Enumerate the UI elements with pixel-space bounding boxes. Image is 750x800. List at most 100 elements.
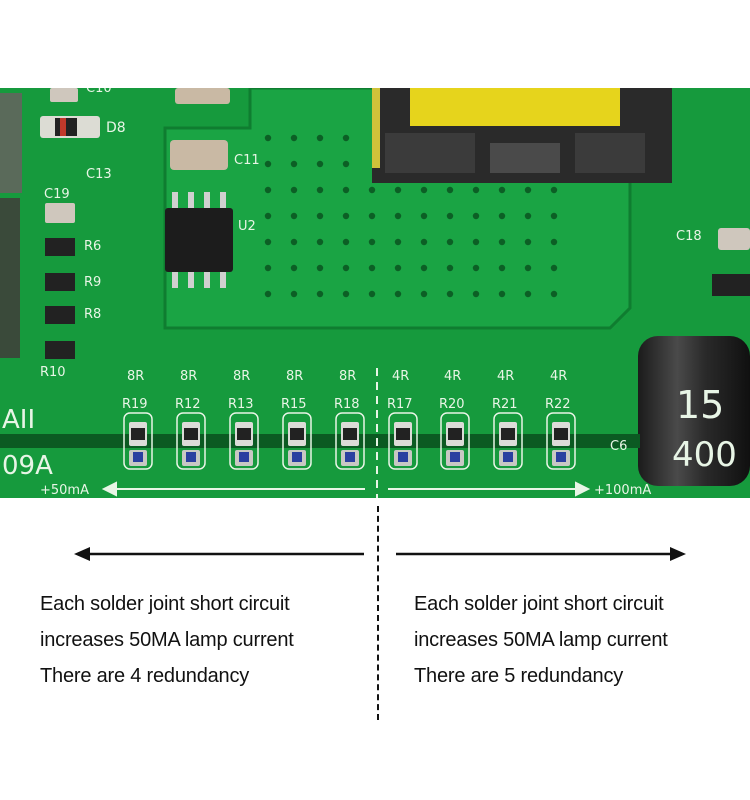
via — [524, 238, 532, 246]
resistor-designator: R20 — [439, 397, 465, 412]
caption-area: Each solder joint short circuit increase… — [0, 498, 750, 800]
via — [368, 264, 376, 272]
via — [368, 290, 376, 298]
resistor-designator: R21 — [492, 397, 518, 412]
via — [264, 264, 272, 272]
svg-text:R8: R8 — [84, 307, 101, 322]
current-label-left: +50mA — [40, 483, 89, 498]
current-label-right: +100mA — [594, 483, 651, 498]
resistor-designator: R13 — [228, 397, 254, 412]
via — [550, 290, 558, 298]
via — [524, 264, 532, 272]
resistor-designator: R15 — [281, 397, 307, 412]
via — [316, 212, 324, 220]
via — [342, 160, 350, 168]
via — [524, 290, 532, 298]
via — [290, 186, 298, 194]
resistor-labels: 8RR198RR128RR138RR158RR184RR174RR204RR21… — [122, 369, 571, 412]
via — [550, 212, 558, 220]
via — [290, 290, 298, 298]
pcb-photo: 15 400 C10 D8 C13 C11 C19 U2 R6 R9 R8 R1… — [0, 88, 750, 498]
via — [524, 212, 532, 220]
via — [316, 264, 324, 272]
via — [472, 238, 480, 246]
resistor-value: 8R — [180, 369, 197, 384]
via — [290, 134, 298, 142]
via — [446, 290, 454, 298]
via — [316, 238, 324, 246]
via — [550, 186, 558, 194]
via — [316, 186, 324, 194]
resistor-value: 4R — [497, 369, 514, 384]
via — [420, 186, 428, 194]
via — [550, 264, 558, 272]
via — [394, 186, 402, 194]
svg-text:C10: C10 — [86, 88, 112, 96]
resistor-value: 8R — [127, 369, 144, 384]
via — [342, 186, 350, 194]
resistor-outline — [282, 412, 312, 470]
via — [264, 160, 272, 168]
via — [316, 134, 324, 142]
via — [446, 238, 454, 246]
resistor-value: 4R — [392, 369, 409, 384]
via — [446, 264, 454, 272]
caption-right-line: increases 50MA lamp current — [414, 629, 668, 651]
via — [316, 290, 324, 298]
arrow-right-icon — [396, 547, 686, 561]
resistor-outline — [176, 412, 206, 470]
via — [368, 186, 376, 194]
via — [498, 238, 506, 246]
resistor-outline — [335, 412, 365, 470]
via — [420, 290, 428, 298]
via — [316, 160, 324, 168]
caption-left-line: There are 4 redundancy — [40, 665, 250, 687]
via — [290, 238, 298, 246]
resistor-value: 4R — [444, 369, 461, 384]
svg-text:C6: C6 — [610, 439, 627, 454]
via — [420, 212, 428, 220]
via — [342, 238, 350, 246]
edge-text-2: 09A — [2, 451, 53, 481]
via — [342, 134, 350, 142]
caption-right-line: There are 5 redundancy — [414, 665, 624, 687]
via — [498, 212, 506, 220]
via — [420, 238, 428, 246]
resistor-designator: R12 — [175, 397, 201, 412]
via — [472, 186, 480, 194]
via — [524, 186, 532, 194]
svg-text:R6: R6 — [84, 239, 101, 254]
via — [368, 238, 376, 246]
caption-left: Each solder joint short circuit increase… — [40, 586, 370, 694]
via — [394, 264, 402, 272]
via — [264, 238, 272, 246]
via — [290, 212, 298, 220]
resistor-value: 8R — [286, 369, 303, 384]
silkscreen: C10 D8 C13 C11 C19 U2 R6 R9 R8 R10 C18 C… — [2, 88, 702, 481]
resistor-value: 4R — [550, 369, 567, 384]
via-grid — [264, 134, 558, 298]
via — [498, 290, 506, 298]
resistor-designator: R22 — [545, 397, 571, 412]
svg-text:C18: C18 — [676, 229, 702, 244]
via — [290, 264, 298, 272]
edge-text-1: AII — [2, 405, 35, 435]
via — [290, 160, 298, 168]
via — [394, 212, 402, 220]
svg-text:D8: D8 — [106, 120, 126, 136]
via — [342, 264, 350, 272]
center-divider — [377, 506, 379, 720]
via — [264, 212, 272, 220]
svg-text:U2: U2 — [238, 219, 256, 234]
svg-text:C11: C11 — [234, 153, 260, 168]
arrow-left-icon — [74, 547, 364, 561]
resistor-outline — [388, 412, 418, 470]
electrolytic-capacitor — [638, 336, 750, 486]
via — [550, 238, 558, 246]
current-arrows — [101, 481, 591, 497]
via — [472, 212, 480, 220]
caption-left-line: increases 50MA lamp current — [40, 629, 294, 651]
svg-text:R10: R10 — [40, 365, 66, 380]
caption-right-line: Each solder joint short circuit — [414, 593, 664, 615]
via — [446, 212, 454, 220]
